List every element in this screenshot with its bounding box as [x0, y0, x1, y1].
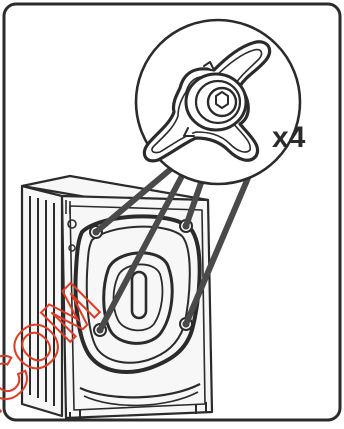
figure-border [2, 2, 342, 422]
transit-bolt-icon [142, 40, 272, 163]
quantity-label: x4 [272, 121, 306, 154]
callout-lines [93, 165, 251, 333]
washing-machine-rear [20, 174, 214, 420]
